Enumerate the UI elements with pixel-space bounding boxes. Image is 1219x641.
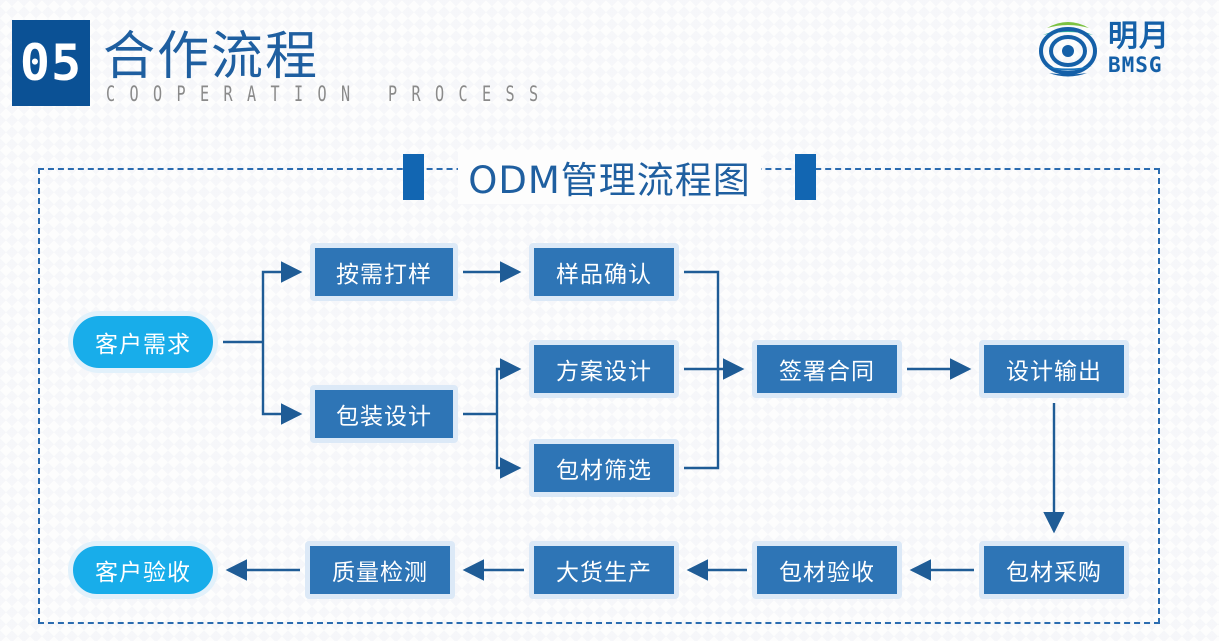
logo-text: 明月 BMSG [1108, 22, 1170, 76]
flow-node-label: 按需打样 [336, 262, 432, 288]
flow-node-scheme-design[interactable]: 方案设计 [529, 340, 679, 398]
flow-node-customer-accept[interactable]: 客户验收 [68, 541, 218, 599]
flow-node-label: 客户需求 [95, 332, 191, 358]
flow-node-label: 样品确认 [556, 262, 652, 288]
flow-node-package-design[interactable]: 包装设计 [310, 385, 458, 443]
flow-node-material-purchase[interactable]: 包材采购 [979, 541, 1129, 599]
logo-name-en: BMSG [1108, 53, 1163, 77]
flow-node-label: 大货生产 [556, 560, 652, 586]
flow-node-label: 包材验收 [779, 560, 875, 586]
flow-node-mass-production[interactable]: 大货生产 [529, 541, 679, 599]
flow-node-material-screen[interactable]: 包材筛选 [529, 439, 679, 497]
flow-node-label: 质量检测 [332, 560, 428, 586]
section-number-badge: 05 [12, 20, 90, 106]
page-header: 05 合作流程 COOPERATION PROCESS 明月 BMSG [0, 0, 1219, 125]
flow-node-label: 包材采购 [1006, 560, 1102, 586]
brand-logo: 明月 BMSG [1035, 16, 1207, 82]
flow-node-sign-contract[interactable]: 签署合同 [752, 340, 902, 398]
flow-node-label: 设计输出 [1006, 359, 1102, 385]
flow-node-label: 签署合同 [779, 359, 875, 385]
globe-emblem-icon [1039, 22, 1097, 77]
flow-node-sampling[interactable]: 按需打样 [310, 243, 458, 301]
page-subtitle: COOPERATION PROCESS [106, 82, 553, 106]
page-title: 合作流程 [103, 27, 320, 87]
flow-node-design-output[interactable]: 设计输出 [979, 340, 1129, 398]
flow-node-sample-confirm[interactable]: 样品确认 [529, 243, 679, 301]
flow-node-material-accept[interactable]: 包材验收 [752, 541, 902, 599]
flow-node-label: 包材筛选 [556, 458, 652, 484]
flow-node-label: 包装设计 [336, 404, 432, 430]
flow-node-label: 客户验收 [95, 560, 191, 586]
logo-name-cn: 明月 [1108, 19, 1170, 54]
flow-node-customer-demand[interactable]: 客户需求 [68, 311, 218, 373]
flow-node-quality-check[interactable]: 质量检测 [305, 541, 455, 599]
flow-node-label: 方案设计 [556, 359, 652, 385]
